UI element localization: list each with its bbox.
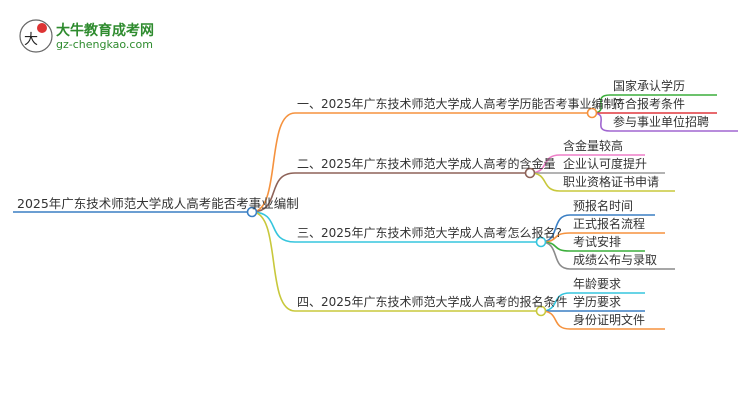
brand-name: 大牛教育成考网	[56, 23, 154, 39]
leaf-node[interactable]: 职业资格证书申请	[563, 175, 660, 189]
leaf-node[interactable]: 国家承认学历	[613, 79, 686, 93]
branch-node[interactable]: 一、2025年广东技术师范大学成人高考学历能否考事业编制?	[297, 97, 622, 111]
branch-connector	[251, 112, 592, 213]
branch-node[interactable]: 二、2025年广东技术师范大学成人高考的含金量	[297, 157, 556, 171]
leaf-node[interactable]: 正式报名流程	[573, 217, 646, 231]
leaf-node[interactable]: 考试安排	[573, 235, 622, 249]
root-node[interactable]: 2025年广东技术师范大学成人高考能否考事业编制	[17, 196, 299, 211]
leaf-node[interactable]: 企业认可度提升	[563, 157, 648, 171]
branch-toggle-circle[interactable]	[535, 305, 547, 317]
branch-connector	[251, 211, 541, 243]
leaf-connector	[540, 241, 675, 270]
leaf-node[interactable]: 符合报考条件	[613, 97, 686, 111]
branch-toggle-circle[interactable]	[586, 107, 598, 119]
leaf-node[interactable]: 参与事业单位招聘	[613, 115, 710, 129]
branch-node[interactable]: 三、2025年广东技术师范大学成人高考怎么报名?	[297, 226, 562, 240]
logo-icon: 大	[18, 18, 54, 58]
leaf-node[interactable]: 预报名时间	[573, 199, 634, 213]
branch-connector	[251, 211, 541, 312]
leaf-node[interactable]: 身份证明文件	[573, 313, 646, 327]
branch-connector	[251, 172, 530, 213]
brand-url: gz-chengkao.com	[56, 38, 153, 51]
branch-toggle-circle[interactable]	[524, 167, 536, 179]
leaf-node[interactable]: 含金量较高	[563, 139, 624, 153]
branch-node[interactable]: 四、2025年广东技术师范大学成人高考的报名条件	[297, 295, 568, 309]
root-toggle-circle[interactable]	[246, 206, 258, 218]
leaf-node[interactable]: 成绩公布与录取	[573, 253, 658, 267]
branch-toggle-circle[interactable]	[535, 236, 547, 248]
svg-text:大: 大	[24, 32, 38, 48]
leaf-node[interactable]: 年龄要求	[573, 277, 622, 291]
leaf-node[interactable]: 学历要求	[573, 295, 622, 309]
